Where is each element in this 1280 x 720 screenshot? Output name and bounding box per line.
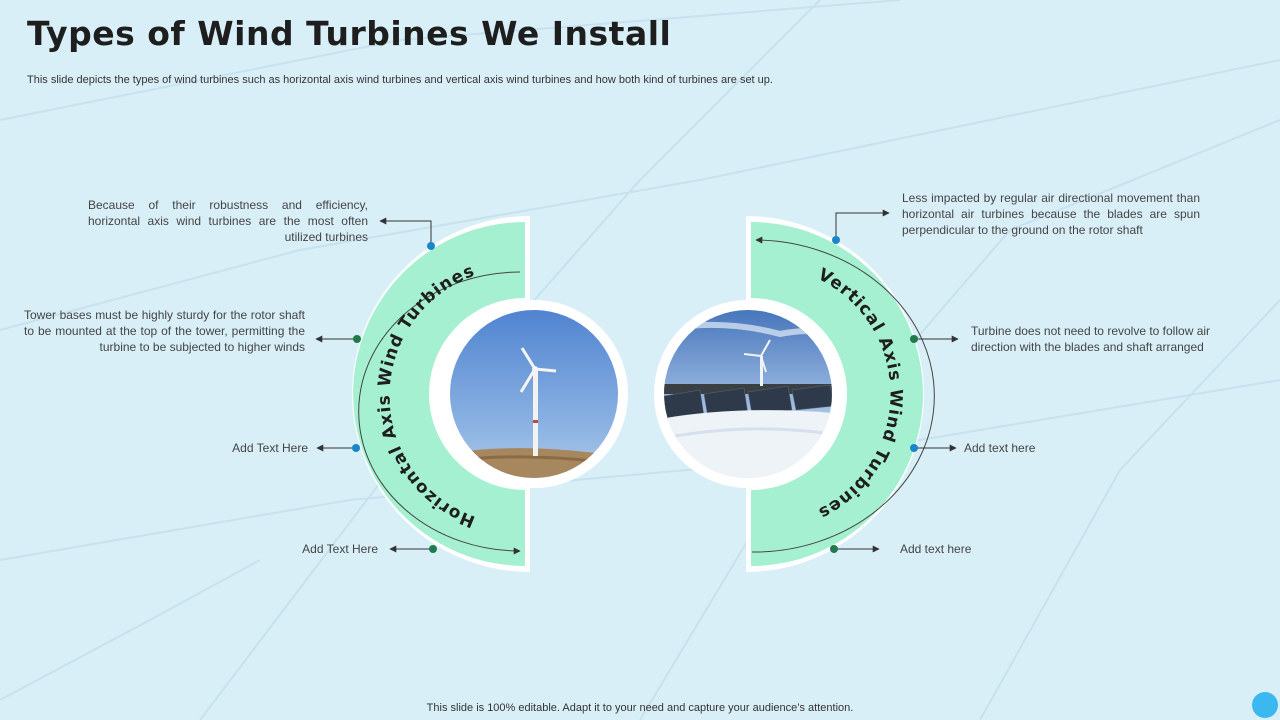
right-dot-4 <box>830 545 838 553</box>
corner-accent-dot <box>1252 692 1278 718</box>
left-note-4: Add Text Here <box>302 542 378 556</box>
right-arc-arrow <box>751 236 935 553</box>
right-connectors <box>834 209 959 553</box>
left-dot-2 <box>353 335 361 343</box>
left-arc-arrow <box>358 271 521 555</box>
left-dot-3 <box>352 444 360 452</box>
left-note-3: Add Text Here <box>232 441 308 455</box>
left-dot-4 <box>429 545 437 553</box>
left-arc-band <box>353 222 525 566</box>
right-dot-3 <box>910 444 918 452</box>
horizontal-turbine-photo <box>440 300 628 488</box>
left-note-1: Because of their robustness and efficien… <box>88 198 368 244</box>
right-dot-1 <box>832 236 840 244</box>
page-title: Types of Wind Turbines We Install <box>27 14 672 53</box>
vertical-turbine-photo <box>654 300 842 488</box>
left-dot-1 <box>427 242 435 250</box>
footer-note: This slide is 100% editable. Adapt it to… <box>426 702 854 714</box>
left-note-2: Tower bases must be highly sturdy for th… <box>24 308 305 354</box>
right-note-4: Add text here <box>900 542 972 556</box>
right-arc-band <box>751 222 923 566</box>
right-note-1: Less impacted by regular air directional… <box>902 191 1200 237</box>
right-dot-2 <box>910 335 918 343</box>
page-subtitle: This slide depicts the types of wind tur… <box>27 74 773 86</box>
left-connectors <box>315 217 433 553</box>
right-note-3: Add text here <box>964 441 1036 455</box>
right-note-2: Turbine does not need to revolve to foll… <box>971 324 1211 354</box>
